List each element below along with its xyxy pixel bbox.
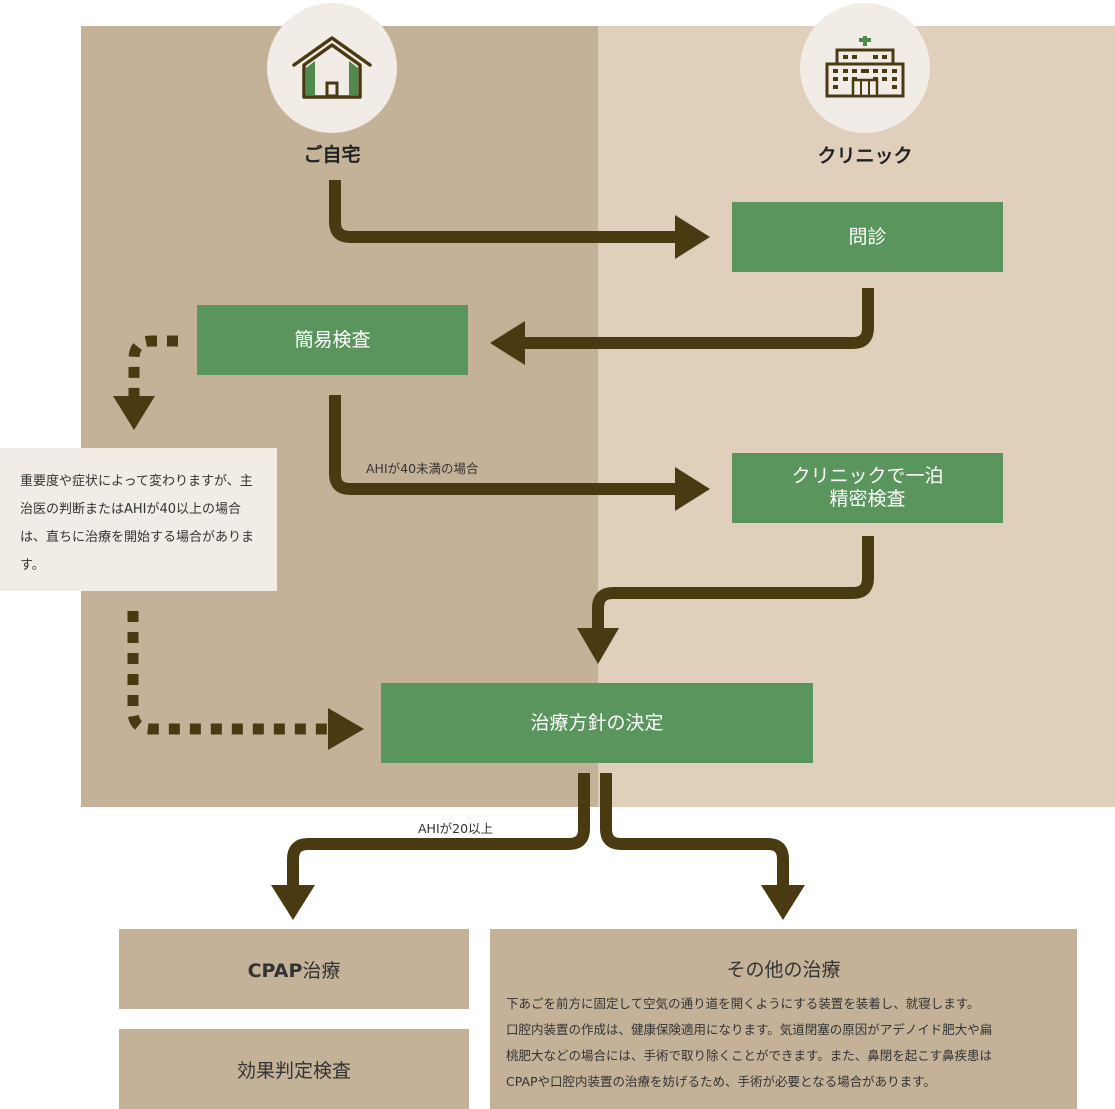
treatment-cpap-prefix: CPAP [247,959,303,982]
house-icon [292,36,372,99]
dotted-arrow-simple-test [128,335,178,396]
arrowhead-interview [675,215,710,259]
arrowhead-dotted-down [113,396,155,430]
home-column-label: ご自宅 [303,144,361,166]
hospital-icon [825,36,905,98]
step-overnight-test-line2: 精密検査 [829,488,906,510]
dotted-arrow-to-decision [127,611,330,735]
treatment-other-title: その他の治療 [726,959,841,981]
clinic-icon-circle [800,3,930,133]
arrow-decision-to-other [600,773,789,888]
edge-label-ahi-20-plus: AHIが20以上 [418,821,494,836]
treatment-other-line: 口腔内装置の作成は、健康保険適用になります。気道閉塞の原因がアデノイド肥大や扁 [506,1022,993,1037]
clinic-column-label: クリニック [817,145,913,167]
treatment-cpap-suffix: 治療 [302,959,341,982]
arrowhead-decision [577,628,619,664]
arrow-decision-to-cpap [287,773,590,888]
arrowhead-cpap [271,885,315,920]
arrowhead-dotted-decision [328,708,364,750]
treatment-other: その他の治療 下あごを前方に固定して空気の通り道を開くようにする装置を装着し、就… [490,929,1077,1109]
arrowhead-simple-test [490,321,525,365]
treatment-other-line: CPAPや口腔内装置の治療を妨げるため、手術が必要となる場合があります。 [506,1074,936,1089]
treatment-other-body: 下あごを前方に固定して空気の通り道を開くようにする装置を装着し、就寝します。 口… [506,991,1072,1095]
arrow-simple-test-to-overnight [329,395,680,495]
arrow-home-to-interview [329,180,680,243]
treatment-other-line: 桃肥大などの場合には、手術で取り除くことができます。また、鼻閉を起こす鼻疾患は [506,1048,993,1063]
step-simple-test: 簡易検査 [197,305,468,375]
step-simple-test-label: 簡易検査 [294,328,371,351]
treatment-cpap: CPAP治療 [119,929,469,1009]
arrowhead-other [761,885,805,920]
arrow-interview-to-simple-test [522,288,874,349]
treatment-other-line: 下あごを前方に固定して空気の通り道を開くようにする装置を装着し、就寝します。 [506,996,980,1011]
step-overnight-test-line1: クリニックで一泊 [791,465,944,488]
step-interview-label: 問診 [848,225,887,248]
severity-note: 重要度や症状によって変わりますが、主治医の判断またはAHIが40以上の場合は、直… [0,448,277,591]
edge-label-ahi-under-40: AHIが40未満の場合 [366,461,479,476]
treatment-effect-test: 効果判定検査 [119,1029,469,1109]
step-overnight-test: クリニックで一泊 精密検査 [732,453,1003,523]
treatment-effect-test-label: 効果判定検査 [236,1059,351,1082]
step-decision-label: 治療方針の決定 [530,711,664,734]
arrowhead-overnight [675,467,710,511]
step-interview: 問診 [732,202,1003,272]
clinic-column-panel [598,26,1115,807]
arrow-overnight-to-decision [592,536,874,632]
home-icon-circle [267,3,397,133]
step-decision: 治療方針の決定 [381,683,813,763]
